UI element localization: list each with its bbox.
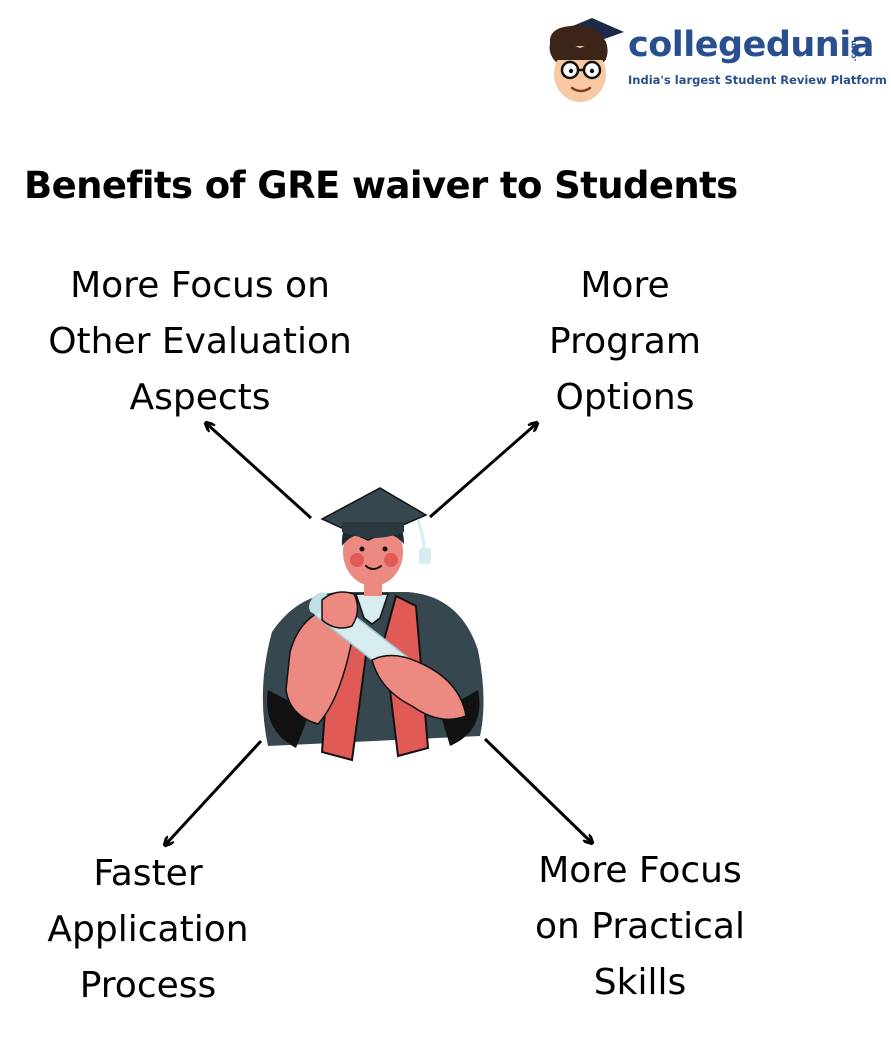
brand-tagline: India's largest Student Review Platform: [628, 73, 887, 87]
arrow-top-right: [429, 424, 536, 519]
benefit-line: Options: [555, 377, 695, 418]
benefit-line: Process: [79, 965, 217, 1006]
benefit-line: Aspects: [129, 377, 271, 418]
arrow-bottom-right: [483, 737, 591, 842]
benefit-line: Skills: [593, 962, 687, 1003]
benefit-more-program-options: More Program Options: [505, 258, 745, 426]
benefit-more-focus-practical-skills: More Focus on Practical Skills: [505, 843, 775, 1011]
arrow-bottom-left: [166, 739, 263, 844]
benefit-line: Application: [47, 909, 249, 950]
graduate-student-illustration: [262, 487, 484, 762]
arrow-top-left: [207, 424, 313, 520]
benefit-more-focus-other-evaluation: More Focus on Other Evaluation Aspects: [30, 258, 370, 426]
page-title: Benefits of GRE waiver to Students: [24, 164, 738, 207]
benefit-line: More Focus on: [70, 265, 330, 306]
brand-name: collegedunia: [628, 25, 874, 65]
benefit-line: Program: [549, 321, 701, 362]
collegedunia-logo[interactable]: collegedunia .com India's largest Studen…: [540, 14, 887, 106]
benefit-line: Other Evaluation: [48, 321, 352, 362]
benefit-line: More: [580, 265, 670, 306]
benefit-line: Faster: [93, 853, 203, 894]
benefit-line: More Focus: [538, 850, 742, 891]
benefit-faster-application-process: Faster Application Process: [20, 846, 276, 1014]
benefit-line: on Practical: [535, 906, 745, 947]
mascot-icon: [549, 18, 624, 102]
